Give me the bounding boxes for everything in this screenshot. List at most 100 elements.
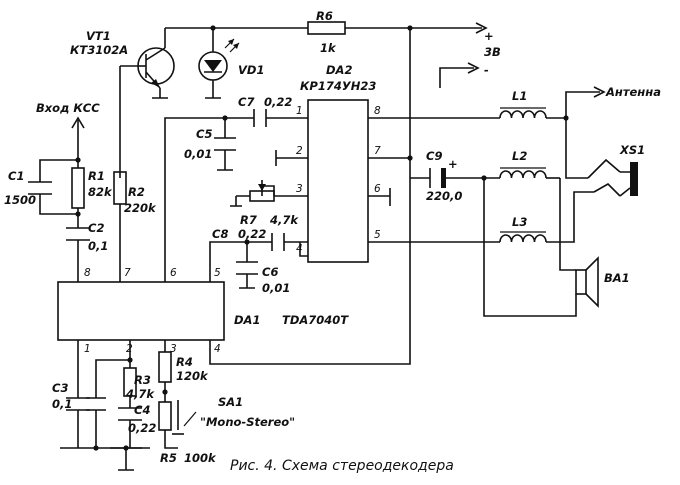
label-da1-value: TDA7040T	[282, 313, 349, 327]
label-da2-value: КР174УН23	[300, 79, 376, 93]
label-switch-note: "Mono-Stereo"	[200, 415, 295, 429]
label-c1-ref: C1	[8, 169, 24, 183]
chip-da1-body	[57, 281, 225, 341]
figure-caption: Рис. 4. Схема стереодекодера	[230, 458, 454, 474]
label-da2-ref: DA2	[326, 63, 352, 77]
label-c1-value: 1500	[4, 193, 36, 207]
label-input: Вход КСС	[36, 101, 100, 115]
label-l2-ref: L2	[512, 149, 527, 163]
label-supply-plus: +	[484, 29, 494, 43]
capacitor-c7-symbol	[253, 109, 267, 127]
resistor-r4-symbol	[158, 351, 172, 383]
led-vd1-symbol	[198, 38, 240, 81]
da2-pin-2: 2	[296, 145, 303, 157]
label-c6-ref: C6	[262, 265, 278, 279]
label-r6-ref: R6	[316, 9, 333, 23]
label-da1-ref: DA1	[234, 313, 260, 327]
resistor-r3-symbol	[123, 367, 137, 397]
junction-dots	[75, 25, 569, 451]
da1-pin-7: 7	[124, 267, 131, 279]
label-l3-ref: L3	[512, 215, 527, 229]
label-ba1-ref: BA1	[604, 271, 630, 285]
label-sa1-ref: SA1	[218, 395, 243, 409]
label-c7-ref: C7	[238, 95, 254, 109]
label-xs1-ref: XS1	[619, 143, 645, 157]
label-supply-minus: -	[484, 63, 489, 77]
label-c9-ref: C9	[426, 149, 442, 163]
da1-pin-numbers: 1 2 3 4 5 6 7 8	[84, 267, 221, 355]
wiring	[39, 22, 621, 471]
inductor-l1-symbol	[499, 107, 547, 119]
da2-pin-1: 1	[296, 105, 303, 117]
capacitor-c8-symbol	[271, 233, 285, 251]
speaker-ba1-symbol	[575, 256, 599, 308]
capacitor-c2-symbol	[66, 227, 90, 241]
label-c2-value: 0,1	[88, 239, 108, 253]
potentiometer-r7-symbol	[249, 180, 275, 202]
label-r1-ref: R1	[88, 169, 105, 183]
label-c4-ref: C4	[134, 403, 150, 417]
da1-pin-1: 1	[84, 343, 91, 355]
capacitor-c1-symbol	[28, 181, 52, 195]
label-c2-ref: C2	[88, 221, 104, 235]
label-c4-value: 0,22	[128, 421, 156, 435]
resistor-r6-symbol	[307, 21, 346, 35]
label-vt1-value: КТ3102А	[70, 43, 128, 57]
component-labels: VT1 КТ3102А VD1 R6 1k 3В + - DA2 КР174УН…	[4, 9, 661, 465]
chip-da2-body	[307, 99, 369, 263]
label-supply-voltage: 3В	[484, 45, 501, 59]
da1-pin-4: 4	[214, 343, 221, 355]
label-c9-value: 220,0	[426, 189, 462, 203]
label-r3-value: 4,7k	[125, 387, 155, 401]
resistor-r1-symbol	[71, 167, 85, 209]
label-r7-value: 4,7k	[269, 213, 299, 227]
inductor-l2-symbol	[499, 167, 547, 179]
da2-pin-numbers: 1 2 3 4 5 6 7 8	[296, 105, 381, 255]
label-c9-polarity: +	[448, 157, 458, 171]
resistor-r5-symbol	[158, 401, 172, 431]
label-r3-ref: R3	[134, 373, 151, 387]
transistor-vt1-symbol	[137, 47, 175, 89]
da2-pin-7: 7	[374, 145, 381, 157]
label-vd1-ref: VD1	[238, 63, 264, 77]
da2-pin-4: 4	[296, 243, 303, 255]
label-c7-value: 0,22	[264, 95, 292, 109]
label-r4-value: 120k	[176, 369, 209, 383]
label-c6-value: 0,01	[262, 281, 290, 295]
label-c8-ref: C8	[212, 227, 228, 241]
da2-pin-8: 8	[374, 105, 381, 117]
da1-pin-6: 6	[170, 267, 177, 279]
switch-sa1-symbol	[183, 411, 197, 427]
da1-pin-5: 5	[214, 267, 221, 279]
capacitor-c5-symbol	[214, 137, 236, 151]
resistor-r2-symbol	[113, 171, 127, 205]
capacitor-c4-symbol	[118, 407, 142, 421]
label-r2-value: 220k	[124, 201, 157, 215]
label-c5-value: 0,01	[184, 147, 212, 161]
label-antenna: Антенна	[605, 85, 661, 99]
da1-pin-3: 3	[170, 343, 177, 355]
label-r7-ref: R7	[240, 213, 257, 227]
label-vt1-ref: VT1	[86, 29, 111, 43]
label-r6-value: 1k	[320, 41, 337, 55]
da1-pin-8: 8	[84, 267, 91, 279]
inductor-l3-symbol	[499, 231, 547, 243]
label-c5-ref: C5	[196, 127, 212, 141]
da2-pin-6: 6	[374, 183, 381, 195]
label-l1-ref: L1	[512, 89, 527, 103]
da1-pin-2: 2	[126, 343, 133, 355]
label-c3-value: 0,1	[52, 397, 72, 411]
label-c8-value: 0,22	[238, 227, 266, 241]
label-r5-value: 100k	[184, 451, 217, 465]
jack-xs1-symbol	[619, 162, 638, 197]
label-c3-ref: C3	[52, 381, 68, 395]
da2-pin-3: 3	[296, 183, 303, 195]
capacitor-c6-symbol	[236, 261, 258, 275]
label-r4-ref: R4	[176, 355, 193, 369]
da2-pin-5: 5	[374, 229, 381, 241]
label-r1-value: 82k	[88, 185, 113, 199]
label-r2-ref: R2	[128, 185, 145, 199]
capacitor-c3b-symbol	[86, 397, 106, 411]
capacitor-c9-symbol	[429, 168, 446, 188]
